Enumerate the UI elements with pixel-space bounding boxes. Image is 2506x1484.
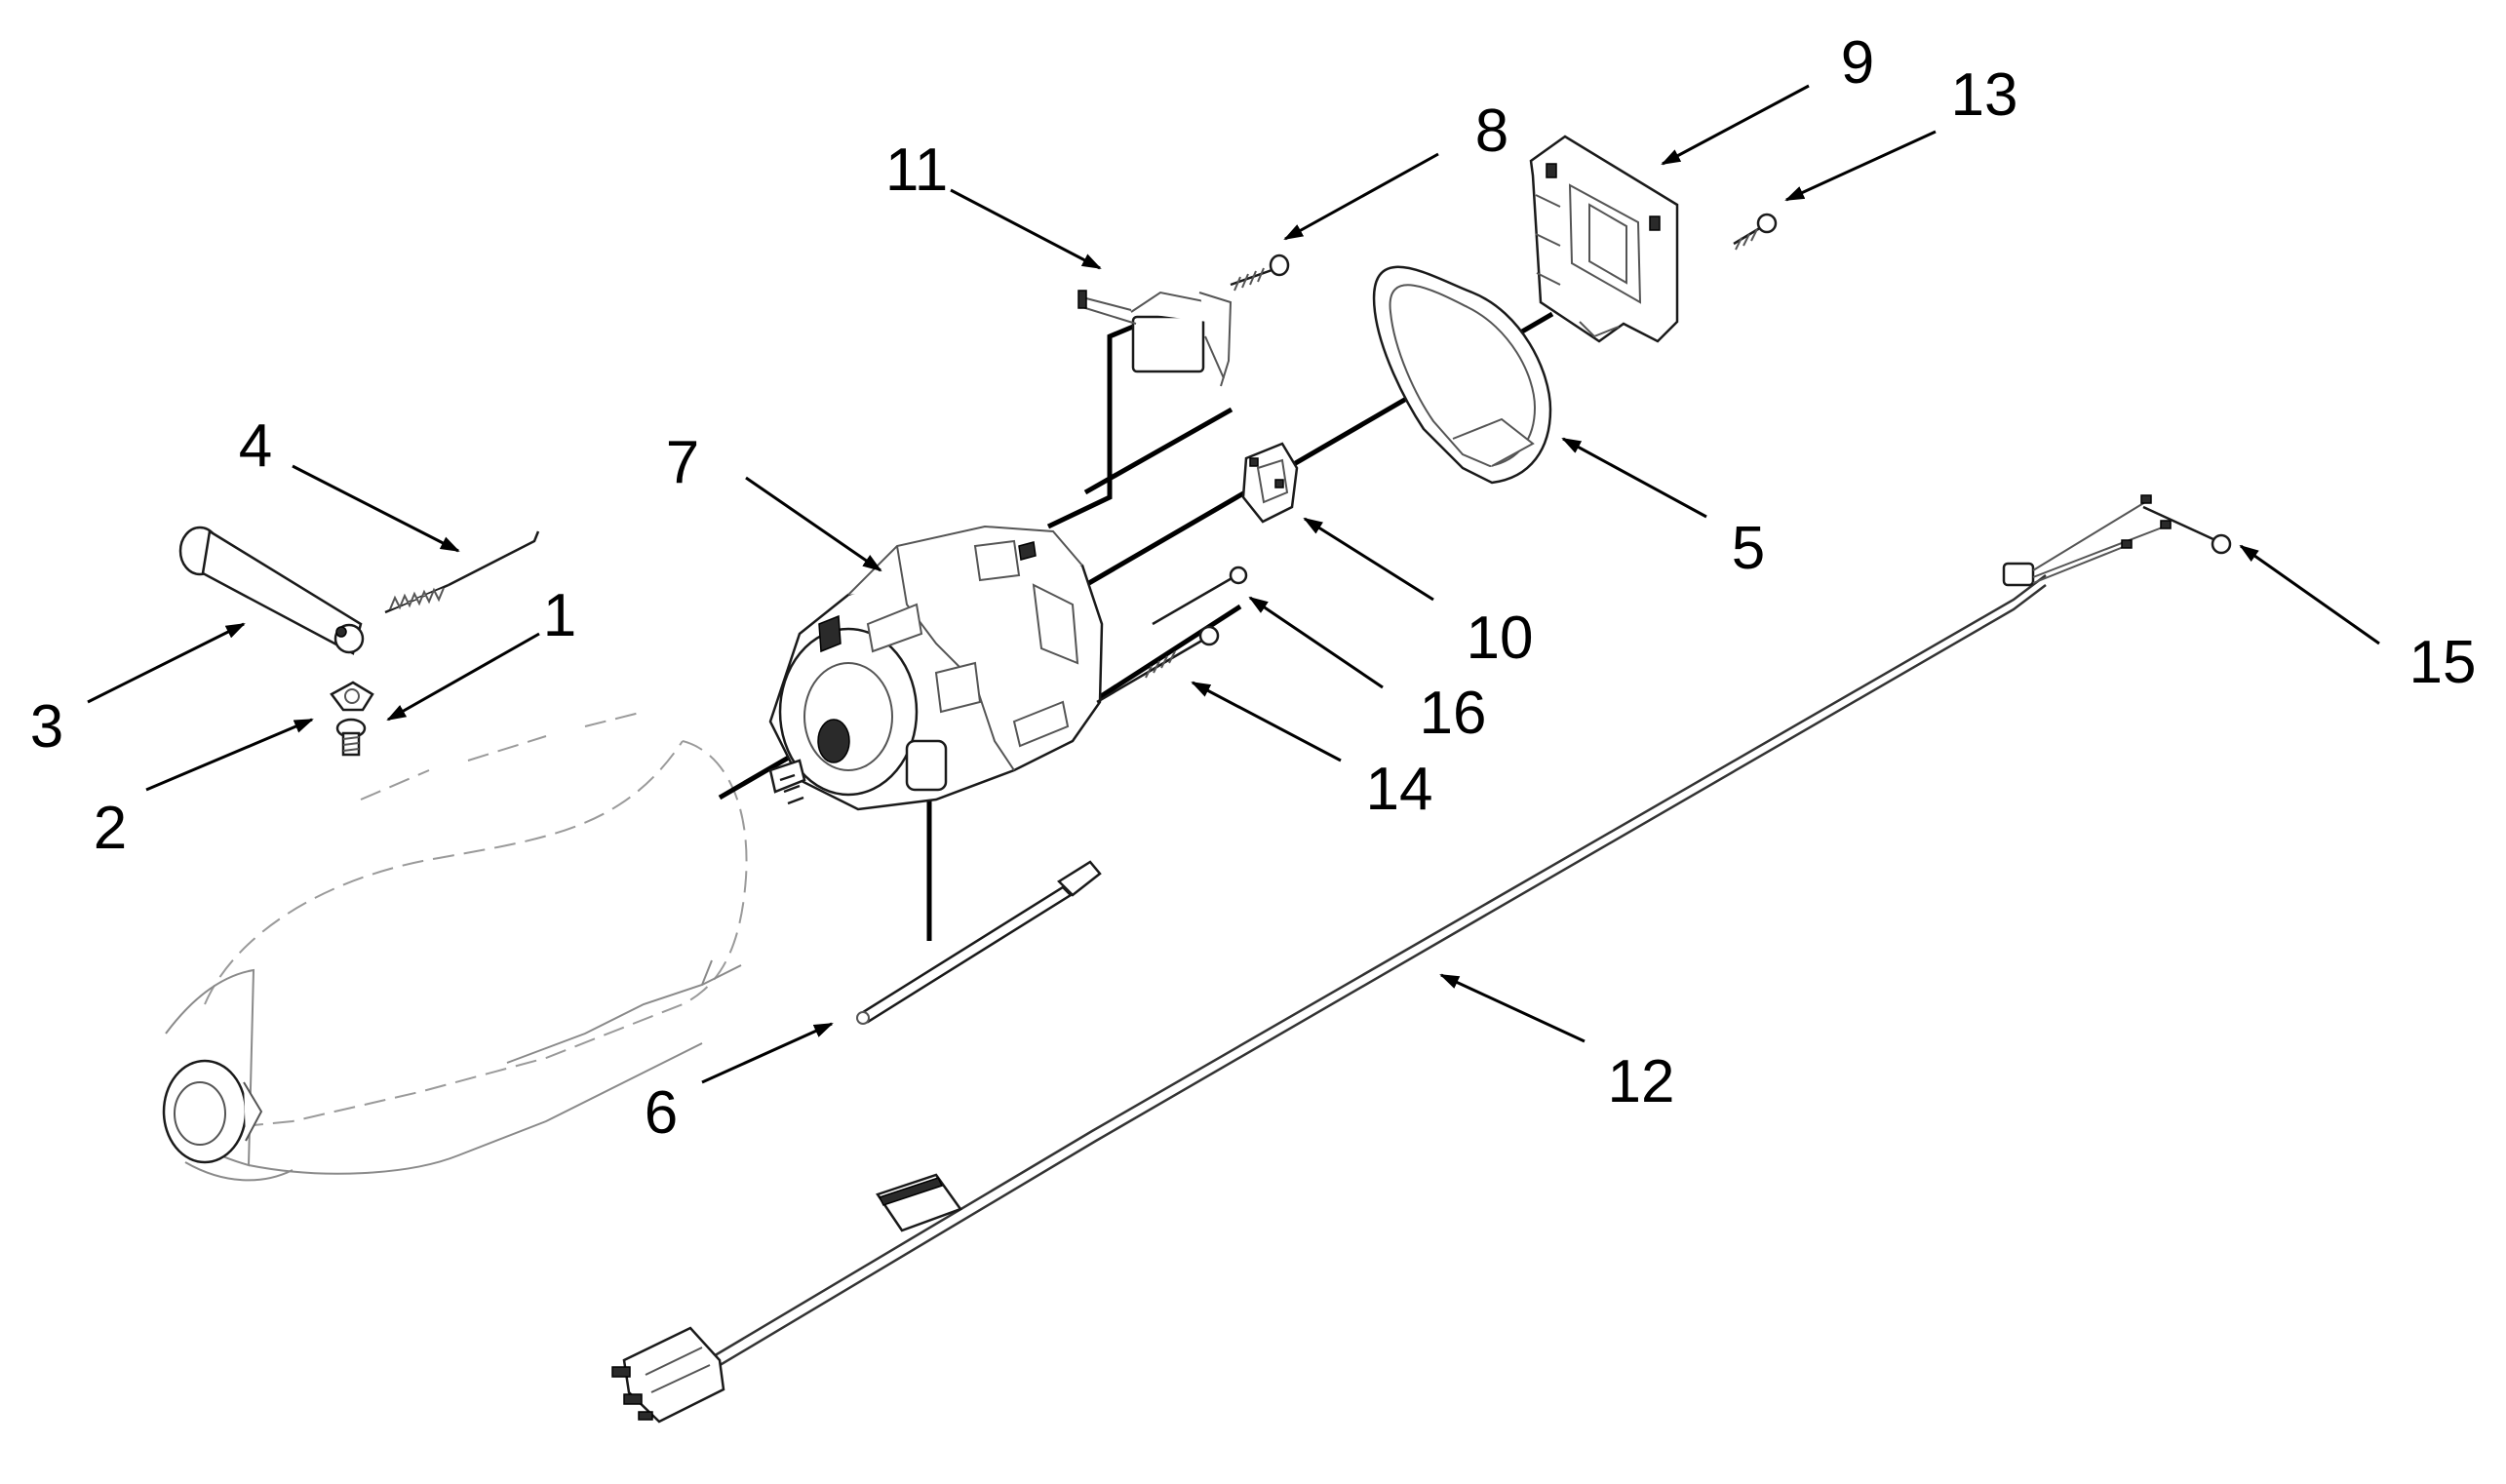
leader-4 — [292, 464, 460, 553]
callout-2: 2 — [94, 795, 127, 862]
through-bolt — [1096, 625, 1220, 704]
leader-6 — [701, 1022, 834, 1084]
callout-10: 10 — [1467, 605, 1534, 672]
leader-14 — [1191, 681, 1342, 762]
power-cord — [611, 494, 2172, 1424]
retaining-ring — [1372, 265, 1552, 485]
callout-labels: 1 2 3 4 5 6 7 8 9 10 11 12 13 14 15 16 — [30, 29, 2477, 1147]
cable-tie — [856, 860, 1102, 1025]
leader-16 — [1248, 596, 1384, 689]
callout-1: 1 — [543, 582, 576, 649]
screw-13 — [1733, 213, 1778, 251]
callout-7: 7 — [666, 429, 699, 496]
housing-ghost-outline — [162, 711, 748, 1182]
leader-11 — [950, 188, 1102, 270]
callout-12: 12 — [1608, 1048, 1675, 1115]
leader-1 — [386, 632, 540, 722]
motor-assembly — [768, 525, 1104, 811]
screw-1 — [335, 718, 367, 757]
callout-9: 9 — [1841, 29, 1874, 97]
leader-8 — [1283, 152, 1439, 241]
callout-4: 4 — [239, 412, 272, 480]
callout-16: 16 — [1420, 680, 1487, 747]
callout-6: 6 — [645, 1079, 678, 1147]
washer — [330, 681, 374, 712]
screw-15 — [2142, 505, 2232, 555]
leader-5 — [1561, 437, 1707, 519]
switch-harness — [1077, 290, 1233, 387]
callout-15: 15 — [2409, 629, 2477, 696]
spring — [384, 530, 540, 614]
leader-3 — [87, 622, 246, 704]
callout-11: 11 — [885, 137, 948, 204]
leader-10 — [1303, 517, 1434, 602]
screw-8 — [1230, 254, 1290, 292]
leader-9 — [1661, 84, 1810, 166]
leader-15 — [2239, 544, 2380, 645]
leader-arrows — [87, 84, 2380, 1084]
callout-8: 8 — [1475, 98, 1508, 165]
callout-5: 5 — [1732, 515, 1765, 582]
leader-12 — [1439, 973, 1586, 1043]
leader-13 — [1784, 130, 1937, 202]
screw-16 — [1152, 566, 1248, 626]
leader-7 — [745, 476, 882, 572]
brush-holder — [1241, 442, 1299, 524]
ejector-lever — [178, 526, 365, 655]
leader-2 — [145, 718, 314, 792]
control-bracket — [1529, 135, 1679, 343]
callout-13: 13 — [1951, 61, 2018, 129]
callout-14: 14 — [1366, 756, 1433, 823]
callout-3: 3 — [30, 693, 63, 761]
